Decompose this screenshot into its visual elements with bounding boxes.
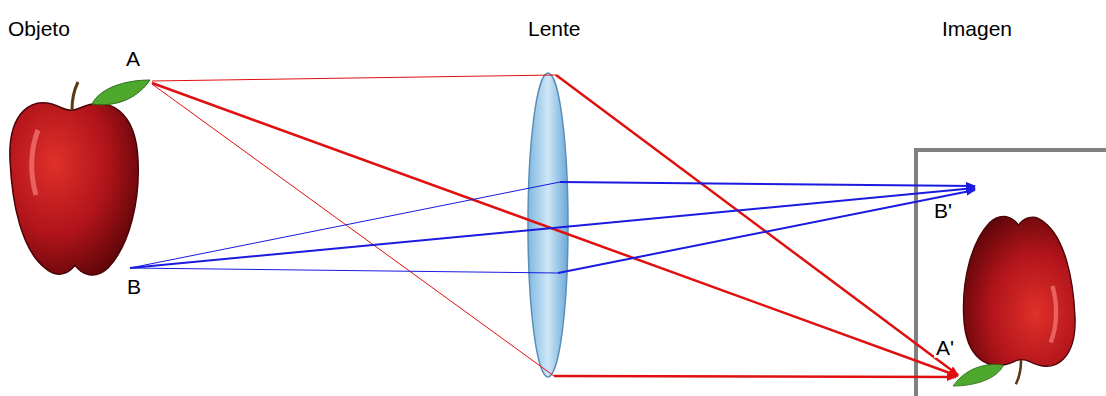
convex-lens xyxy=(528,73,568,377)
image-screen xyxy=(916,150,1106,396)
blue-rays xyxy=(130,182,975,273)
point-label: B xyxy=(127,276,141,297)
object-apple xyxy=(10,80,150,275)
image-apple xyxy=(953,216,1075,386)
lens-heading: Lente xyxy=(528,18,581,39)
point-label: B' xyxy=(932,200,954,221)
point-label: A' xyxy=(934,337,956,358)
red-rays xyxy=(152,75,958,377)
point-label: A xyxy=(126,48,140,69)
object-heading: Objeto xyxy=(8,18,70,39)
image-heading: Imagen xyxy=(942,18,1012,39)
